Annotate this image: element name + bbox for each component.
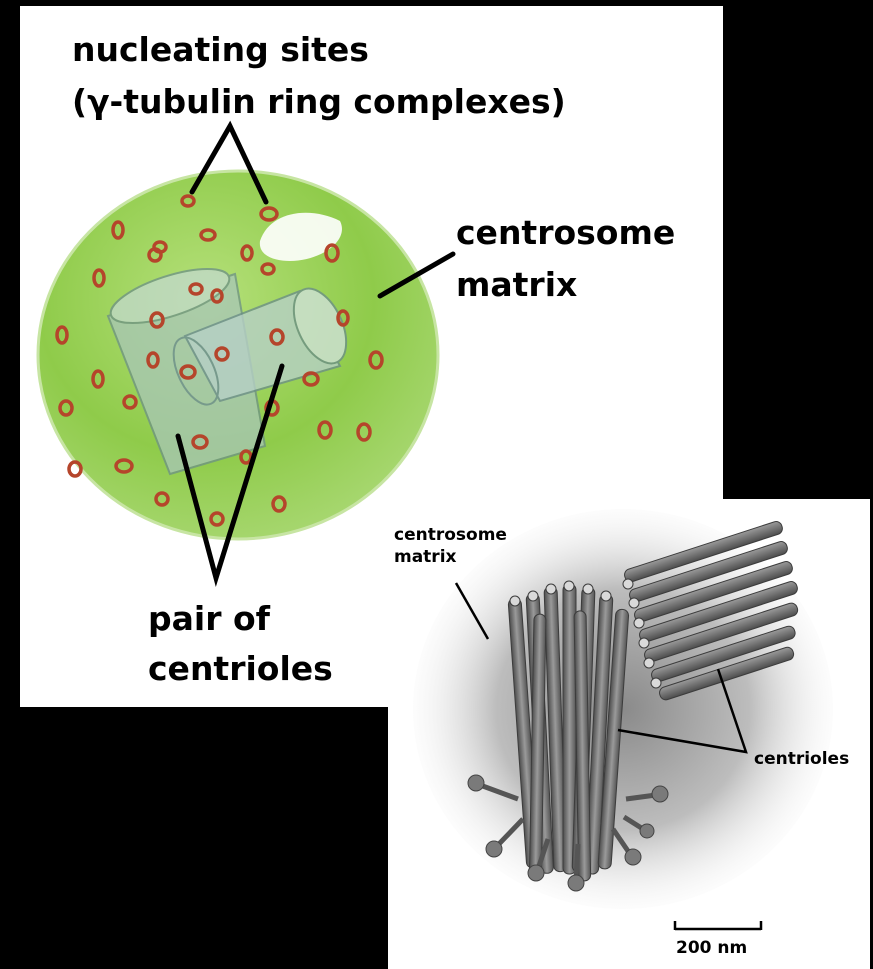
model-label-matrix-line1: centrosome [394, 524, 507, 546]
scale-bar [675, 921, 761, 930]
scale-bar-label: 200 nm [676, 937, 747, 959]
model-panel: centrosome matrix centrioles 200 nm [388, 499, 870, 969]
label-centrosome-matrix-line2: matrix [456, 265, 577, 305]
label-pair-of-centrioles-line2: centrioles [148, 649, 333, 689]
label-nucleating-sites-line2: (γ-tubulin ring complexes) [72, 82, 566, 122]
label-centrosome-matrix-line1: centrosome [456, 213, 675, 253]
centrosome-model [388, 499, 870, 969]
label-pair-of-centrioles-line1: pair of [148, 599, 270, 639]
model-label-centrioles: centrioles [754, 748, 849, 770]
model-label-matrix-line2: matrix [394, 546, 457, 568]
label-nucleating-sites-line1: nucleating sites [72, 30, 369, 70]
